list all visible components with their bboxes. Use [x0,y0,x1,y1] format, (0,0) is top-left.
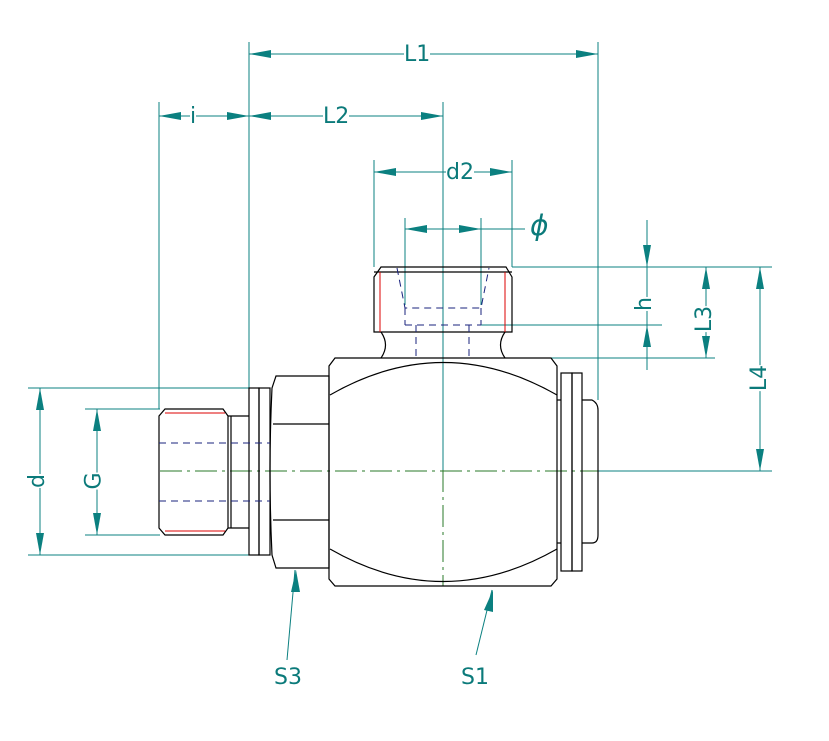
extension-lines [28,42,772,556]
label-d: d [24,474,50,488]
label-G: G [81,472,107,490]
label-S3: S3 [274,665,302,690]
dimension-arrows [36,50,764,612]
label-diameter: ϕ [530,209,549,242]
label-L4: L4 [747,364,773,392]
label-L1: L1 [404,42,431,67]
dimension-lines [39,53,761,661]
label-i: i [190,104,197,129]
thread-lines [165,272,506,532]
label-L2: L2 [323,104,350,129]
label-h: h [631,297,657,311]
hidden-lines [159,267,490,502]
label-d2: d2 [446,160,474,185]
label-L3: L3 [692,305,718,333]
label-S1: S1 [461,665,489,690]
fitting-outline [158,266,599,587]
